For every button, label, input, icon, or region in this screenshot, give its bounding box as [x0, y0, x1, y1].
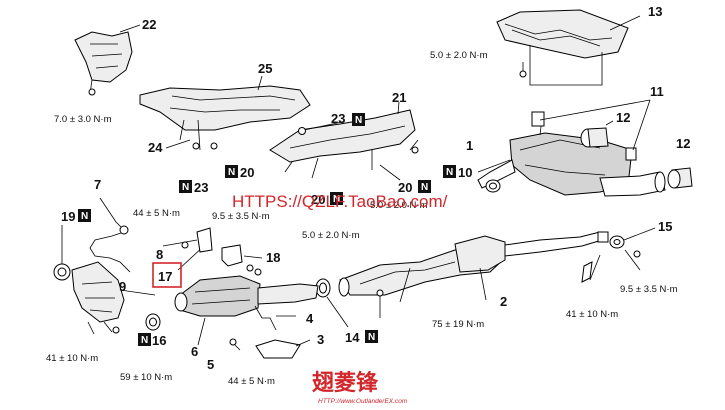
part-7-oxygen-sensor [89, 197, 131, 273]
part-6-front-catalyst [174, 275, 319, 346]
torque-20: 5.0 ± 2.0 N·m [302, 230, 360, 241]
n-mark-19: N [78, 209, 91, 222]
torque-41-left: 41 ± 10 N·m [46, 353, 98, 364]
n-mark-20b: N [330, 192, 343, 205]
torque-22: 7.0 ± 3.0 N·m [54, 114, 112, 125]
callout-23b: 23 [194, 180, 208, 195]
svg-text:N: N [355, 115, 362, 126]
n-mark-16: N [138, 333, 151, 346]
part-22-heat-shield [74, 24, 141, 96]
svg-text:N: N [81, 211, 88, 222]
watermark-logo-url: HTTP://www.OutlanderEX.com [318, 398, 408, 405]
part-8-oxygen-sensor [162, 227, 213, 253]
callout-19: 19 [61, 209, 75, 224]
n-mark-23b: N [179, 180, 192, 193]
part-5-bolt [229, 338, 241, 351]
callout-23a: 23 [331, 111, 345, 126]
callout-17: 17 [158, 269, 172, 284]
torque-44-bottom: 44 ± 5 N·m [228, 376, 275, 387]
callout-1: 1 [466, 138, 473, 153]
callout-14: 14 [345, 330, 360, 345]
torque-8: 9.5 ± 3.5 N·m [212, 211, 270, 222]
callout-13: 13 [648, 4, 662, 19]
callout-4: 4 [306, 311, 314, 326]
torque-13: 5.0 ± 2.0 N·m [430, 50, 488, 61]
torque-41-right: 41 ± 10 N·m [566, 309, 618, 320]
svg-text:N: N [421, 182, 428, 193]
svg-text:N: N [446, 167, 453, 178]
callout-12a: 12 [616, 110, 630, 125]
part-15-gasket [581, 227, 656, 283]
bolt-13 [519, 62, 527, 78]
callout-labels: 22 13 25 11 21 12 23 24 1 12 20 10 23 7 … [61, 4, 690, 372]
callout-3: 3 [317, 332, 324, 347]
torque-21: 5.0 ± 2.0 N·m [370, 200, 428, 211]
callout-20b: 20 [311, 192, 325, 207]
callout-10: 10 [458, 165, 472, 180]
n-mark-20a: N [225, 165, 238, 178]
part-4-bracket [254, 305, 296, 331]
part-12-tail-pipe-cover-b [667, 167, 693, 189]
part-11-hangers [539, 99, 651, 151]
part-14-gasket [315, 278, 349, 328]
watermark-url: HTTPS://QZLF.TaoBao.com/ [232, 192, 448, 211]
callout-11: 11 [650, 84, 664, 99]
svg-text:N: N [333, 194, 340, 205]
n-mark-14: N [365, 330, 378, 343]
callout-15: 15 [658, 219, 672, 234]
callout-24: 24 [148, 140, 163, 155]
part-16-gasket [145, 313, 161, 331]
part-21-heat-shield [269, 101, 419, 181]
n-mark-23a: N [352, 113, 365, 126]
callout-9: 9 [119, 279, 126, 294]
watermark-logo: 翅菱锋 HTTP://www.OutlanderEX.com [312, 370, 408, 405]
part-25-heat-shield [139, 75, 311, 151]
callout-6: 6 [191, 344, 198, 359]
svg-text:N: N [141, 335, 148, 346]
part-9-front-pipe [71, 261, 156, 335]
torque-75: 75 ± 19 N·m [432, 319, 484, 330]
n-mark-20c: N [418, 180, 431, 193]
callout-16: 16 [152, 333, 166, 348]
torque-15: 9.5 ± 3.5 N·m [620, 284, 678, 295]
callout-8: 8 [156, 247, 163, 262]
torque-labels: 7.0 ± 3.0 N·m 5.0 ± 2.0 N·m 44 ± 5 N·m 9… [46, 50, 678, 387]
part-19-gasket [53, 225, 71, 281]
n-mark-10: N [443, 165, 456, 178]
torque-59: 59 ± 10 N·m [120, 372, 172, 383]
svg-text:N: N [228, 167, 235, 178]
new-part-markers: N N N N N N N N N [78, 113, 456, 346]
callout-7: 7 [94, 177, 101, 192]
highlight-box-17 [152, 262, 182, 288]
callout-22: 22 [142, 17, 156, 32]
callout-20a: 20 [240, 165, 254, 180]
callout-25: 25 [258, 61, 272, 76]
watermark-logo-text: 翅菱锋 [312, 370, 379, 396]
callout-2: 2 [500, 294, 507, 309]
part-2-center-pipe [338, 231, 603, 318]
callout-12b: 12 [676, 136, 690, 151]
callout-21: 21 [392, 90, 406, 105]
svg-text:N: N [368, 332, 375, 343]
callout-5: 5 [207, 357, 214, 372]
part-10-gasket [485, 179, 501, 193]
part-3-bracket [255, 339, 311, 359]
part-12-tail-pipe-cover [580, 120, 614, 148]
part-13-heat-shield [496, 9, 641, 86]
part-18-bracket [221, 244, 263, 276]
callout-20c: 20 [398, 180, 412, 195]
callout-18: 18 [266, 250, 280, 265]
torque-7: 44 ± 5 N·m [133, 208, 180, 219]
part-1-main-muffler [477, 111, 666, 197]
svg-text:N: N [182, 182, 189, 193]
